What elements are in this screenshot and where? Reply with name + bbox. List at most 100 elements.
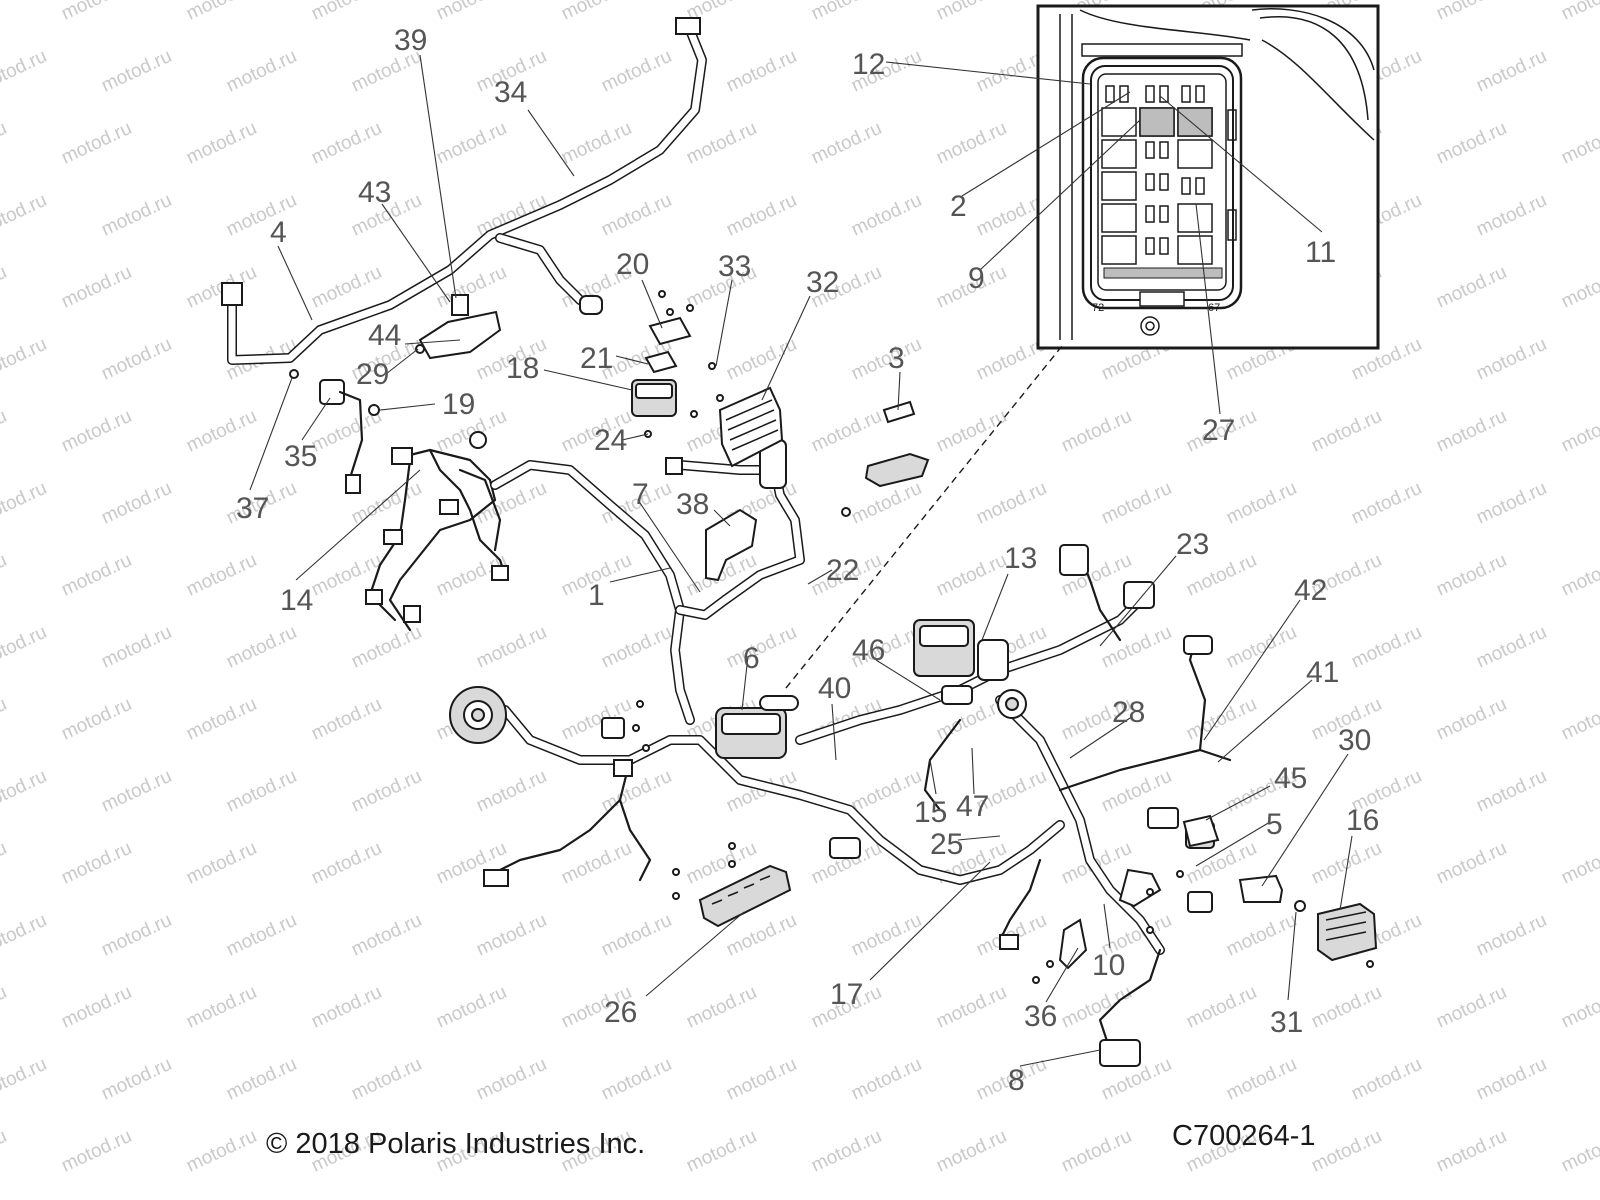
callout-47: 47 [956,790,989,823]
watermark-text: motod.ru [58,0,135,25]
watermark-text: motod.ru [0,838,10,889]
watermark-text: motod.ru [348,910,425,961]
watermark-text: motod.ru [933,0,1010,25]
watermark-text: motod.ru [433,982,510,1033]
watermark-text: motod.ru [183,118,260,169]
watermark-text: motod.ru [723,622,800,673]
watermark-text: motod.ru [348,1054,425,1105]
watermark-text: motod.ru [0,622,50,673]
callout-32: 32 [806,266,839,299]
watermark-text: motod.ru [0,1054,50,1105]
watermark-text: motod.ru [598,46,675,97]
watermark-text: motod.ru [1308,1126,1385,1177]
watermark-text: motod.ru [183,1126,260,1177]
watermark-text: motod.ru [98,1054,175,1105]
watermark-text: motod.ru [1348,1054,1425,1105]
harness-engine-left [365,431,509,632]
watermark-text: motod.ru [1473,910,1550,961]
watermark-text: motod.ru [308,838,385,889]
watermark-text: motod.ru [0,334,50,385]
callout-41: 41 [1306,656,1339,689]
callout-18: 18 [506,352,539,385]
watermark-text: motod.ru [98,46,175,97]
watermark-text: motod.ru [58,406,135,457]
watermark-text: motod.ru [0,694,10,745]
watermark-text: motod.ru [723,190,800,241]
callout-10: 10 [1092,949,1125,982]
watermark-text: motod.ru [58,262,135,313]
watermark-text: motod.ru [223,910,300,961]
watermark-text: motod.ru [558,838,635,889]
watermark-text: motod.ru [933,550,1010,601]
callout-4: 4 [270,216,287,249]
watermark-text: motod.ru [0,406,10,457]
watermark-text: motod.ru [1558,0,1600,25]
watermark-text: motod.ru [808,406,885,457]
callout-39: 39 [394,24,427,57]
watermark-text: motod.ru [1433,694,1510,745]
watermark-text: motod.ru [98,478,175,529]
component-13-cluster [913,619,1027,719]
watermark-text: motod.ru [1558,550,1600,601]
watermark-text: motod.ru [683,982,760,1033]
callout-20: 20 [616,248,649,281]
watermark-text: motod.ru [1183,982,1260,1033]
callout-28: 28 [1112,696,1145,729]
right-hardware [1032,814,1378,984]
watermark-text: motod.ru [0,0,10,25]
watermark-text: motod.ru [848,1054,925,1105]
ecu-32 [690,362,784,468]
callout-1: 1 [588,579,605,612]
watermark-text: motod.ru [223,622,300,673]
watermark-text: motod.ru [98,334,175,385]
watermark-text: motod.ru [808,118,885,169]
watermark-text: motod.ru [58,118,135,169]
watermark-text: motod.ru [1473,190,1550,241]
watermark-text: motod.ru [598,190,675,241]
watermark-text: motod.ru [308,694,385,745]
watermark-text: motod.ru [1223,478,1300,529]
watermark-text: motod.ru [683,1126,760,1177]
watermark-text: motod.ru [1473,46,1550,97]
watermark-text: motod.ru [433,0,510,25]
watermark-text: motod.ru [1433,262,1510,313]
watermark-text: motod.ru [183,0,260,25]
watermark-text: motod.ru [1473,622,1550,673]
inset-marking-72: 72 [1092,302,1104,314]
watermark-text: motod.ru [1433,0,1510,25]
watermark-text: motod.ru [723,1054,800,1105]
callout-3: 3 [888,342,905,375]
watermark-text: motod.ru [1558,1126,1600,1177]
callout-24: 24 [594,424,627,457]
callout-29: 29 [356,358,389,391]
watermark-text: motod.ru [58,1126,135,1177]
watermark-text: motod.ru [1473,766,1550,817]
watermark-text: motod.ru [98,766,175,817]
watermark-text: motod.ru [308,262,385,313]
watermark-text: motod.ru [473,910,550,961]
callout-34: 34 [494,76,527,109]
callout-2: 2 [950,190,967,223]
watermark-text: motod.ru [1558,118,1600,169]
fuse-box-inset: 72 67 [1036,4,1380,350]
watermark-text: motod.ru [1433,406,1510,457]
watermark-text: motod.ru [1348,478,1425,529]
watermark-text: motod.ru [0,766,50,817]
watermark-text: motod.ru [1473,334,1550,385]
leader-lines [249,54,1353,1067]
watermark-text: motod.ru [223,766,300,817]
watermark-text: motod.ru [223,1054,300,1105]
watermark-text: motod.ru [1433,550,1510,601]
watermark-text: motod.ru [1308,838,1385,889]
watermark-text: motod.ru [933,118,1010,169]
callout-6: 6 [743,642,760,675]
watermark-text: motod.ru [598,910,675,961]
watermark-text: motod.ru [848,334,925,385]
watermark-text: motod.ru [183,838,260,889]
watermark-text: motod.ru [223,46,300,97]
watermark-text: motod.ru [183,982,260,1033]
watermark-text: motod.ru [183,694,260,745]
watermark-text: motod.ru [933,406,1010,457]
watermark-text: motod.ru [1473,1054,1550,1105]
